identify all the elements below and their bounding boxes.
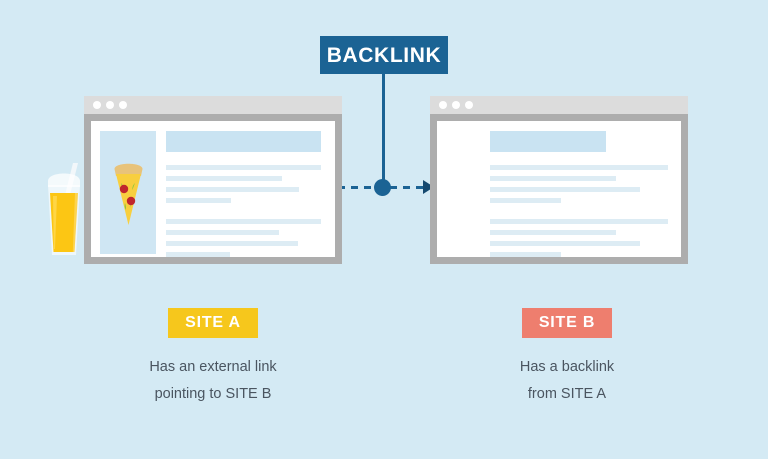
article-text-line — [490, 198, 562, 203]
arrow-dash-right — [390, 186, 424, 189]
article-text-line — [166, 230, 280, 235]
article-text-column-a — [166, 131, 321, 257]
article-text-line — [490, 165, 668, 170]
article-text-line — [490, 230, 617, 235]
article-thumbnail-panel — [100, 131, 156, 254]
window-dot-maximize-icon — [465, 101, 473, 109]
arrow-dash-left — [338, 186, 376, 189]
browser-frame-b — [430, 114, 688, 264]
article-text-line — [490, 219, 668, 224]
window-dot-minimize-icon — [106, 101, 114, 109]
article-text-column-b — [490, 131, 668, 257]
backlink-badge: BACKLINK — [320, 36, 448, 74]
article-heading-bar — [490, 131, 606, 152]
article-text-line — [166, 241, 298, 246]
article-text-line — [166, 219, 321, 224]
browser-page-a — [91, 121, 335, 257]
browser-titlebar-b — [430, 96, 688, 114]
article-text-line — [166, 198, 232, 203]
connector-node-icon — [374, 179, 391, 196]
link-arrow — [338, 178, 436, 198]
site-b-caption: Has a backlink from SITE A — [519, 359, 615, 402]
window-controls-b — [439, 101, 473, 109]
window-dot-maximize-icon — [119, 101, 127, 109]
article-text-line — [166, 252, 230, 257]
article-paragraph-gap — [166, 209, 321, 219]
browser-frame-a — [84, 114, 342, 264]
article-text-line — [490, 187, 640, 192]
article-text-line — [166, 187, 300, 192]
browser-page-b — [437, 121, 681, 257]
window-dot-close-icon — [439, 101, 447, 109]
article-heading-bar — [166, 131, 321, 152]
site-a-badge: SITE A — [168, 308, 258, 338]
window-dot-minimize-icon — [452, 101, 460, 109]
article-text-line — [490, 252, 562, 257]
article-text-line — [166, 165, 321, 170]
window-dot-close-icon — [93, 101, 101, 109]
backlink-badge-label: BACKLINK — [326, 43, 442, 67]
article-text-line — [166, 176, 283, 181]
browser-window-site-b — [430, 96, 688, 264]
article-paragraph-gap — [490, 209, 668, 219]
article-text-line — [490, 241, 640, 246]
backlink-connector-stem — [382, 74, 385, 186]
juice-glass-icon — [42, 155, 88, 265]
site-b-badge: SITE B — [522, 308, 612, 338]
arrow-head-icon — [423, 180, 434, 194]
browser-titlebar-a — [84, 96, 342, 114]
site-b-badge-label: SITE B — [538, 314, 596, 331]
article-text-line — [490, 176, 617, 181]
browser-window-site-a — [84, 96, 342, 264]
site-a-badge-label: SITE A — [185, 314, 241, 331]
site-a-caption: Has an external link pointing to SITE B — [149, 359, 277, 402]
window-controls-a — [93, 101, 127, 109]
pizza-slice-icon — [112, 159, 145, 232]
